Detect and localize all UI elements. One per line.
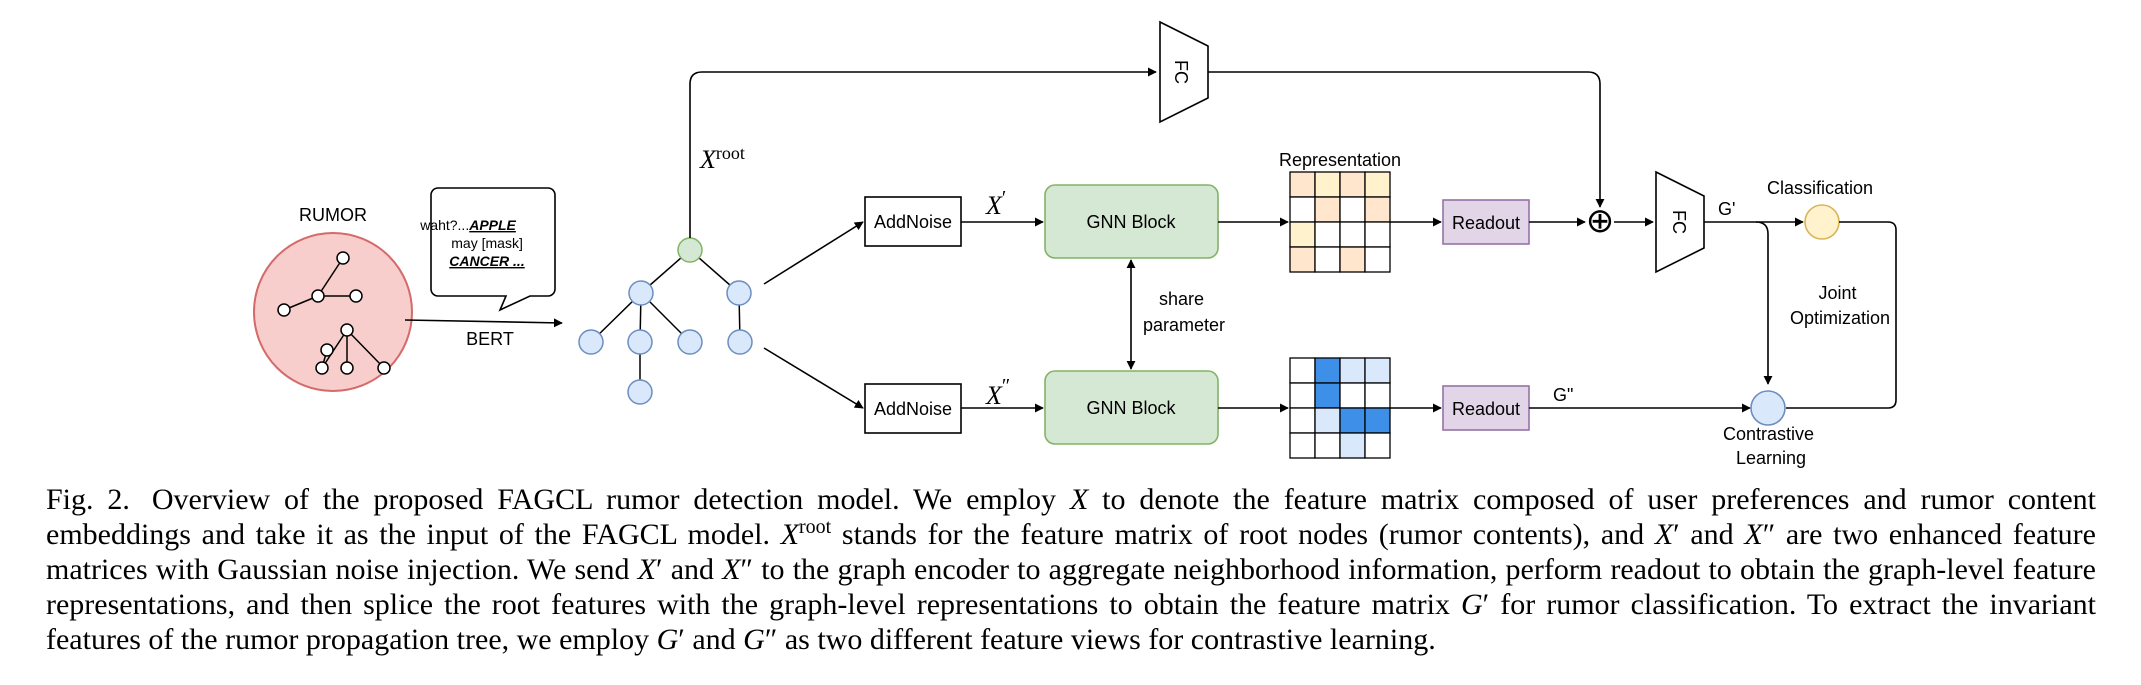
- caption-text: stands for the feature matrix of root no…: [831, 518, 1655, 551]
- figure-label: Fig. 2.: [46, 483, 130, 516]
- addnoise-top-block: [864, 196, 962, 247]
- bert-label: BERT: [466, 329, 514, 349]
- math-g-dprime: G: [743, 623, 765, 656]
- fc-to-contrastive-arrow: [1755, 221, 1773, 385]
- readout-top-label: Readout: [1452, 213, 1520, 233]
- representation-matrix-bottom: [1289, 357, 1391, 459]
- fc-to-plus-arrow: [1208, 71, 1605, 208]
- math-x-prime: X: [637, 553, 656, 586]
- propagation-tree: [578, 237, 753, 405]
- caption-text: as two different feature views for contr…: [777, 623, 1436, 656]
- speech-bubble: [430, 187, 556, 312]
- contrastive-label: Contrastive Learning: [1723, 424, 1819, 468]
- bubble-text: waht?...APPLE may [mask] CANCER ...: [419, 217, 527, 269]
- classification-node: [1804, 204, 1840, 240]
- prime-mark: ′: [1673, 518, 1680, 551]
- prime-mark: ′: [655, 553, 663, 586]
- root-to-fc-arrow: [689, 67, 1157, 238]
- dprime-mark: ″: [740, 553, 754, 586]
- addnoise-bottom-block: [864, 383, 962, 434]
- fc-top-block: [1159, 20, 1209, 124]
- math-x-dprime: X: [722, 553, 741, 586]
- root-node: [677, 237, 703, 263]
- caption-text: for rumor classification. To extract the…: [46, 588, 2096, 656]
- prime-mark: ′: [1482, 588, 1490, 621]
- math-x: X: [1069, 483, 1089, 516]
- fagcl-diagram: RUMOR waht?...APPLE may [mask] CANCER ..…: [253, 20, 1897, 468]
- representation-label: Representation: [1279, 150, 1401, 170]
- caption-text: Overview of the proposed FAGCL rumor det…: [151, 483, 1070, 516]
- bert-arrow: [404, 318, 563, 328]
- gnn-top-label: GNN Block: [1086, 212, 1176, 232]
- caption-text: are two enhanced feature matrices with G…: [46, 518, 2096, 586]
- concat-plus-icon: ⊕: [1586, 202, 1615, 240]
- math-x-dprime: X: [1744, 518, 1763, 551]
- x-root-label: Xroot: [699, 143, 745, 174]
- addnoise-bottom-label: AddNoise: [874, 399, 952, 419]
- readout-bottom-label: Readout: [1452, 399, 1520, 419]
- addnoise-top-label: AddNoise: [874, 212, 952, 232]
- fc-top-label: FC: [1171, 60, 1191, 84]
- g-dprime-label: G": [1553, 385, 1573, 405]
- readout-top-block: [1442, 199, 1530, 245]
- caption-text: to denote the feature matrix composed of…: [46, 483, 2096, 551]
- caption-text: to the graph encoder to aggregate neighb…: [46, 553, 2096, 621]
- tree-to-addnoise-top-arrow: [763, 221, 864, 285]
- x-prime-label: X′: [985, 187, 1006, 220]
- x-dprime-label: X″: [985, 375, 1010, 410]
- tree-to-addnoise-bottom-arrow: [763, 347, 864, 409]
- caption-text: and: [662, 553, 723, 586]
- math-root-sup: root: [799, 516, 832, 538]
- rumor-circle: [253, 232, 413, 392]
- math-x-root: X: [780, 518, 800, 551]
- fc-right-block: [1655, 170, 1705, 274]
- joint-optimization-line: [1786, 221, 1897, 409]
- representation-matrix-top: [1289, 171, 1391, 273]
- math-g-prime: G: [656, 623, 679, 656]
- rumor-graph-icon: [277, 251, 391, 375]
- math-x-prime: X: [1654, 518, 1674, 551]
- caption-text: and: [684, 623, 744, 656]
- classification-label: Classification: [1767, 178, 1873, 198]
- fc-right-label: FC: [1669, 210, 1689, 234]
- rumor-label: RUMOR: [299, 205, 367, 225]
- prime-mark: ′: [678, 623, 685, 656]
- dprime-mark: ″: [764, 623, 778, 656]
- g-prime-label: G': [1718, 199, 1735, 219]
- contrastive-node: [1750, 390, 1786, 426]
- dprime-mark: ″: [1762, 518, 1776, 551]
- gnn-bottom-label: GNN Block: [1086, 398, 1176, 418]
- math-g-prime: G: [1460, 588, 1483, 621]
- caption-text: and: [1679, 518, 1745, 551]
- share-parameter-label: share parameter: [1143, 289, 1225, 335]
- joint-optimization-label: Joint Optimization: [1790, 283, 1890, 328]
- figure-caption: Fig. 2. Overview of the proposed FAGCL ru…: [46, 482, 2096, 657]
- readout-bottom-block: [1442, 385, 1530, 431]
